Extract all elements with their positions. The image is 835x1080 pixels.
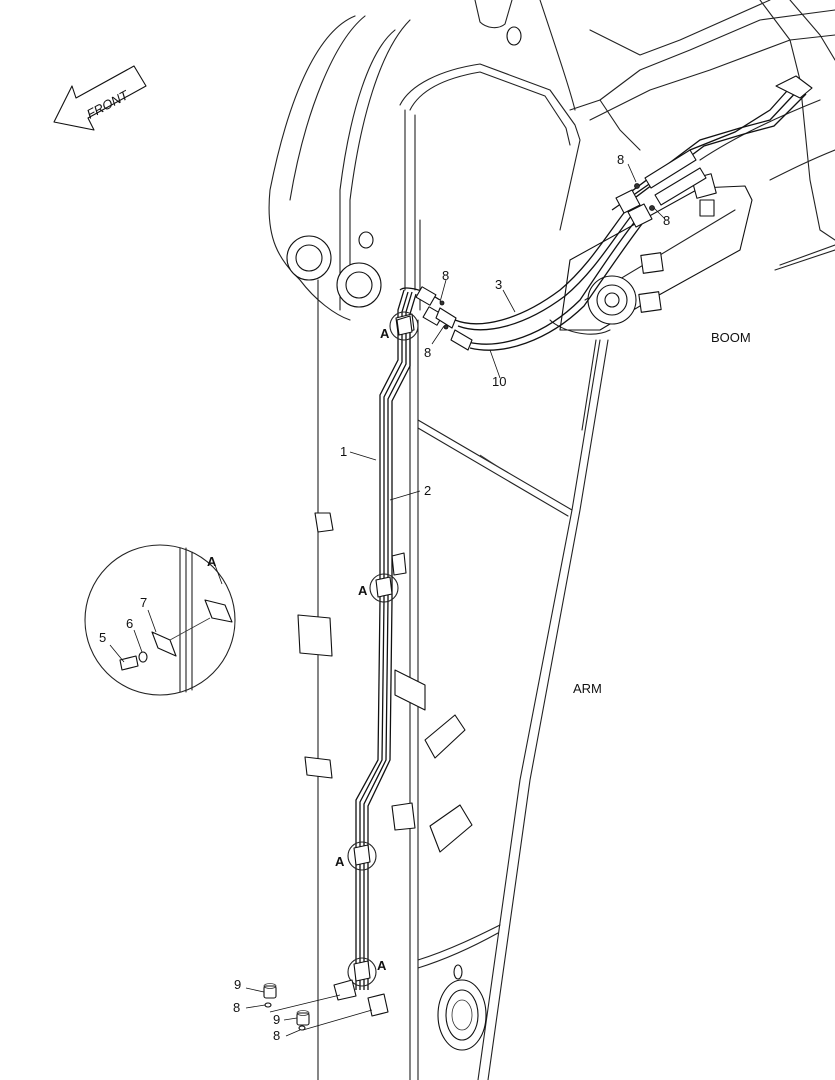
callout-8-upper-left: 8 xyxy=(442,268,449,283)
detail-washer-part-6 xyxy=(138,651,148,663)
callout-10: 10 xyxy=(492,374,506,389)
callout-5: 5 xyxy=(99,630,106,645)
detail-clamp-block xyxy=(204,599,233,623)
clamp-marker-a-1: A xyxy=(380,326,390,341)
callout-8-bottom-lower: 8 xyxy=(273,1028,280,1043)
callout-8-bottom-upper: 8 xyxy=(233,1000,240,1015)
clamp-mounting-blocks xyxy=(297,512,473,853)
detail-a-inset xyxy=(84,544,236,696)
arm-label: ARM xyxy=(573,681,602,696)
clamp-location-lower xyxy=(347,841,377,871)
callout-8-upper-right: 8 xyxy=(617,152,624,167)
callout-8-lower-left: 8 xyxy=(424,345,431,360)
clamp-location-upper xyxy=(369,573,399,603)
callout-6: 6 xyxy=(126,616,133,631)
clamp-marker-a-3: A xyxy=(335,854,345,869)
callout-9-lower: 9 xyxy=(273,1012,280,1027)
clamp-locations xyxy=(347,311,419,987)
detail-a-title: A xyxy=(207,554,217,569)
clamp-marker-a-4: A xyxy=(377,958,387,973)
front-direction-arrow: FRONT xyxy=(53,65,147,131)
callout-3: 3 xyxy=(495,277,502,292)
hose-end-fittings xyxy=(263,979,389,1031)
callout-7: 7 xyxy=(140,595,147,610)
clamp-location-top xyxy=(389,311,419,341)
boom-label: BOOM xyxy=(711,330,751,345)
clamp-marker-a-2: A xyxy=(358,583,368,598)
clamp-location-bottom xyxy=(347,957,377,987)
callout-9-upper: 9 xyxy=(234,977,241,992)
callout-2: 2 xyxy=(424,483,431,498)
callout-8-lower-right: 8 xyxy=(663,213,670,228)
boom-structure xyxy=(474,0,835,335)
hose-1-and-2 xyxy=(355,289,417,990)
callout-leaders xyxy=(109,163,665,1037)
detail-a-circle xyxy=(84,544,236,696)
detail-clamp-part-7 xyxy=(151,631,177,657)
callout-1: 1 xyxy=(340,444,347,459)
detail-bolt-part-5 xyxy=(119,655,139,671)
callout-labels: BOOM ARM 1 2 3 10 8 8 8 8 5 6 7 A A A A … xyxy=(99,152,751,1043)
hose-3-and-10 xyxy=(395,149,707,351)
arm-structure xyxy=(268,15,609,1080)
